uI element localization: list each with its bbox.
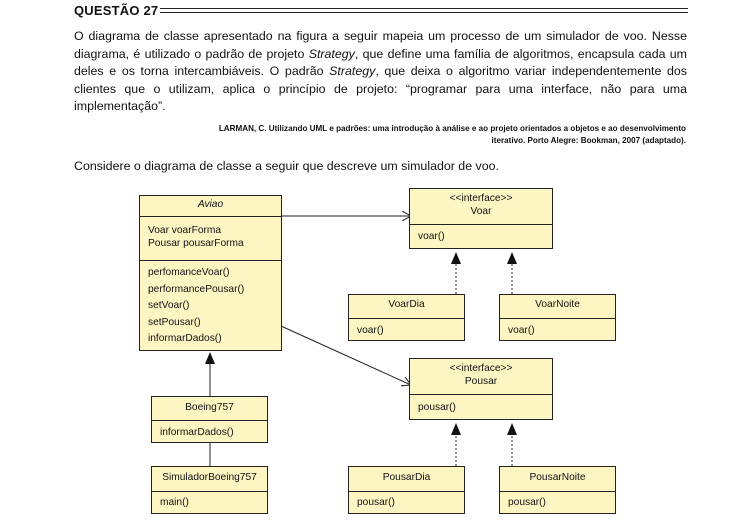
class-pousardia-name: PousarDia	[382, 472, 431, 483]
question-paragraph: O diagrama de classe apresentado na figu…	[74, 28, 687, 116]
question-header: QUESTÃO 27	[74, 3, 688, 21]
reference-author: LARMAN, C.	[218, 124, 269, 133]
class-voarnoite-methods: voar()	[500, 318, 615, 341]
method: main()	[160, 497, 189, 508]
class-voarnoite[interactable]: VoarNoite voar()	[499, 294, 616, 341]
paragraph-part-3: , que deixa o algoritmo variar independe…	[74, 64, 687, 114]
class-aviao-attributes: Voar voarForma Pousar pousarForma	[140, 216, 281, 260]
method: performancePousar()	[148, 283, 245, 295]
method: setPousar()	[148, 316, 201, 328]
class-pousardia-methods: pousar()	[349, 491, 464, 513]
class-pousarnoite[interactable]: PousarNoite pousar()	[499, 466, 616, 514]
method: pousar()	[508, 497, 546, 508]
reference-rest: : uma introdução à análise e ao projeto …	[367, 124, 686, 145]
class-aviao-methods: perfomanceVoar() performancePousar() set…	[140, 260, 281, 351]
interface-pousar-header: <<interface>> Pousar	[410, 359, 552, 394]
method: pousar()	[357, 497, 395, 508]
reference-title: Utilizando UML e padrões	[268, 124, 368, 133]
interface-voar-methods: voar()	[410, 224, 552, 247]
method: perfomanceVoar()	[148, 267, 230, 278]
class-voardia-methods: voar()	[349, 318, 464, 341]
class-boeing757-methods: informarDados()	[152, 420, 267, 443]
method: voar()	[508, 325, 535, 336]
stereotype: <<interface>>	[449, 363, 513, 374]
attribute: Voar voarForma	[148, 225, 222, 236]
class-pousardia[interactable]: PousarDia pousar()	[348, 466, 465, 514]
method: informarDados()	[148, 333, 222, 344]
class-pousarnoite-methods: pousar()	[500, 491, 615, 513]
attribute: Pousar pousarForma	[148, 237, 244, 249]
paragraph-emphasis-1: Strategy	[308, 46, 355, 61]
assoc-aviao-pousar	[280, 325, 411, 385]
method: voar()	[357, 325, 384, 336]
class-pousarnoite-name: PousarNoite	[529, 472, 586, 483]
paragraph-part-2: , que define uma família de algoritmos, …	[74, 46, 687, 79]
interface-name: Voar	[470, 205, 492, 217]
class-simuladorboeing757-name: SimuladorBoeing757	[162, 472, 257, 483]
method: setVoar()	[148, 300, 190, 311]
class-voarnoite-name: VoarNoite	[535, 299, 580, 310]
class-voardia[interactable]: VoarDia voar()	[348, 294, 465, 341]
method: informarDados()	[160, 427, 234, 438]
reference: LARMAN, C. Utilizando UML e padrões: uma…	[200, 123, 686, 146]
interface-voar-header: <<interface>> Voar	[410, 189, 552, 224]
stereotype: <<interface>>	[449, 193, 513, 204]
method: pousar()	[418, 402, 456, 413]
class-simuladorboeing757-methods: main()	[152, 491, 267, 513]
method: voar()	[418, 231, 445, 242]
interface-name: Pousar	[464, 375, 498, 387]
class-simuladorboeing757[interactable]: SimuladorBoeing757 main()	[151, 466, 268, 514]
header-rule	[160, 8, 688, 13]
paragraph-part-1: O diagrama de classe apresentado na figu…	[74, 29, 687, 61]
class-aviao[interactable]: Aviao Voar voarForma Pousar pousarForma …	[139, 195, 282, 351]
class-voardia-name: VoarDia	[388, 299, 425, 310]
interface-voar[interactable]: <<interface>> Voar voar()	[409, 188, 553, 249]
class-boeing757-name: Boeing757	[185, 402, 234, 413]
class-aviao-name: Aviao	[197, 199, 224, 210]
interface-pousar[interactable]: <<interface>> Pousar pousar()	[409, 358, 553, 420]
interface-pousar-methods: pousar()	[410, 394, 552, 418]
question-title: QUESTÃO 27	[74, 3, 159, 18]
consider-text: Considere o diagrama de classe a seguir …	[74, 159, 499, 173]
paragraph-emphasis-2: Strategy	[329, 64, 376, 79]
class-boeing757[interactable]: Boeing757 informarDados()	[151, 396, 268, 443]
